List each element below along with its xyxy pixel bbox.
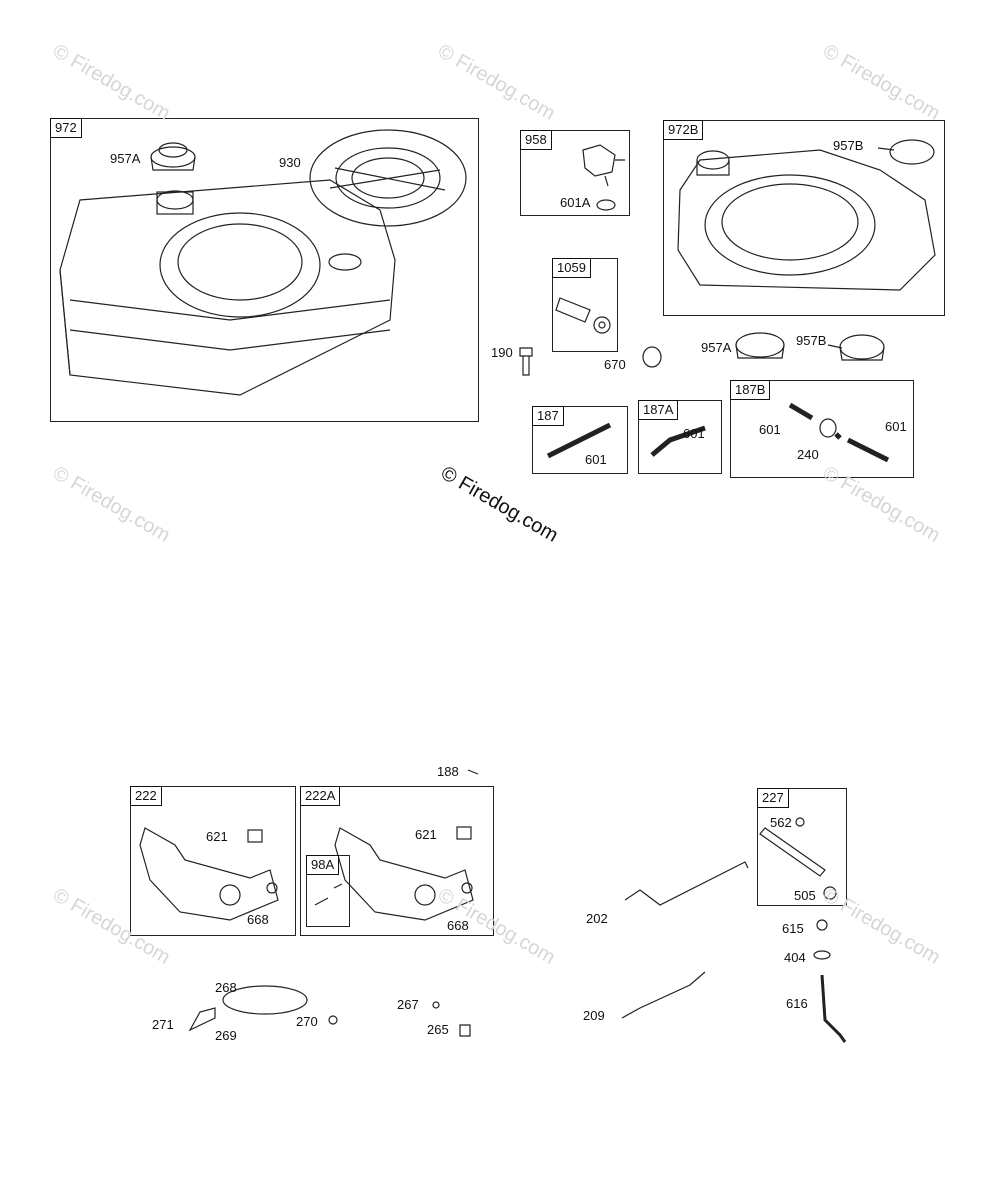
caps-drawing bbox=[735, 332, 885, 361]
group-frame-972 bbox=[50, 118, 479, 422]
fuel-valve-drawing bbox=[582, 144, 625, 211]
group-frame-958 bbox=[520, 130, 630, 216]
fuel-tank-drawing bbox=[59, 129, 467, 396]
part-callout-269[interactable]: 269 bbox=[215, 1028, 237, 1043]
group-label-222a[interactable]: 222A bbox=[300, 786, 341, 806]
group-frame-222 bbox=[130, 786, 296, 936]
part-callout-621[interactable]: 621 bbox=[206, 829, 228, 844]
part-callout-202[interactable]: 202 bbox=[586, 911, 608, 926]
part-callout-601a[interactable]: 601A bbox=[560, 195, 591, 210]
part-callout-190[interactable]: 190 bbox=[491, 345, 513, 360]
fuel-line-187b-drawing bbox=[788, 402, 890, 463]
part-callout-957b-2[interactable]: 957B bbox=[796, 333, 827, 348]
fitting-1059-drawing bbox=[555, 297, 611, 334]
rod-616-drawing bbox=[820, 974, 847, 1043]
part-callout-621-2[interactable]: 621 bbox=[415, 827, 437, 842]
group-label-1059[interactable]: 1059 bbox=[552, 258, 591, 278]
group-frame-222a bbox=[300, 786, 494, 936]
part-callout-616[interactable]: 616 bbox=[786, 996, 808, 1011]
washer-404-drawing bbox=[813, 950, 831, 960]
nut-615-drawing bbox=[816, 919, 828, 931]
fuel-line-187a-drawing bbox=[650, 425, 706, 457]
part-callout-240[interactable]: 240 bbox=[797, 447, 819, 462]
bracket-222a-drawing bbox=[314, 826, 474, 921]
part-callout-601-187b-left[interactable]: 601 bbox=[759, 422, 781, 437]
part-callout-265[interactable]: 265 bbox=[427, 1022, 449, 1037]
part-callout-668[interactable]: 668 bbox=[247, 912, 269, 927]
part-callout-957a[interactable]: 957A bbox=[110, 151, 141, 166]
part-callout-957a-2[interactable]: 957A bbox=[701, 340, 732, 355]
part-callout-188[interactable]: 188 bbox=[437, 764, 459, 779]
group-frame-227 bbox=[757, 788, 847, 906]
group-frame-187b bbox=[730, 380, 914, 478]
group-label-187[interactable]: 187 bbox=[532, 406, 564, 426]
part-callout-270[interactable]: 270 bbox=[296, 1014, 318, 1029]
part-callout-601-187b-right[interactable]: 601 bbox=[885, 419, 907, 434]
part-callout-267[interactable]: 267 bbox=[397, 997, 419, 1012]
part-callout-268[interactable]: 268 bbox=[215, 980, 237, 995]
cable-assembly-drawing bbox=[188, 769, 479, 1037]
group-label-972[interactable]: 972 bbox=[50, 118, 82, 138]
part-callout-668-2[interactable]: 668 bbox=[447, 918, 469, 933]
part-callout-271[interactable]: 271 bbox=[152, 1017, 174, 1032]
group-frame-187a bbox=[638, 400, 722, 474]
bolt-190-drawing bbox=[519, 347, 533, 376]
part-callout-601-187[interactable]: 601 bbox=[585, 452, 607, 467]
part-callout-209[interactable]: 209 bbox=[583, 1008, 605, 1023]
part-callout-601-187a[interactable]: 601 bbox=[683, 426, 705, 441]
fuel-tank-972b-drawing bbox=[677, 139, 936, 291]
group-label-187b[interactable]: 187B bbox=[730, 380, 771, 400]
fuel-line-187-drawing bbox=[546, 422, 612, 459]
part-callout-930[interactable]: 930 bbox=[279, 155, 301, 170]
group-label-972b[interactable]: 972B bbox=[663, 120, 704, 140]
lever-227-drawing bbox=[759, 817, 837, 900]
part-callout-957b[interactable]: 957B bbox=[833, 138, 864, 153]
part-callout-562[interactable]: 562 bbox=[770, 815, 792, 830]
part-callout-505[interactable]: 505 bbox=[794, 888, 816, 903]
group-label-98a[interactable]: 98A bbox=[306, 855, 340, 875]
link-202-drawing bbox=[624, 861, 749, 906]
bracket-222-drawing bbox=[139, 827, 279, 921]
spring-209-drawing bbox=[621, 971, 706, 1019]
bushing-670-drawing bbox=[642, 346, 662, 368]
part-callout-670[interactable]: 670 bbox=[604, 357, 626, 372]
group-frame-972b bbox=[663, 120, 945, 316]
part-callout-615[interactable]: 615 bbox=[782, 921, 804, 936]
group-label-187a[interactable]: 187A bbox=[638, 400, 679, 420]
group-label-958[interactable]: 958 bbox=[520, 130, 552, 150]
part-callout-404[interactable]: 404 bbox=[784, 950, 806, 965]
group-label-222[interactable]: 222 bbox=[130, 786, 162, 806]
group-label-227[interactable]: 227 bbox=[757, 788, 789, 808]
group-frame-187 bbox=[532, 406, 628, 474]
